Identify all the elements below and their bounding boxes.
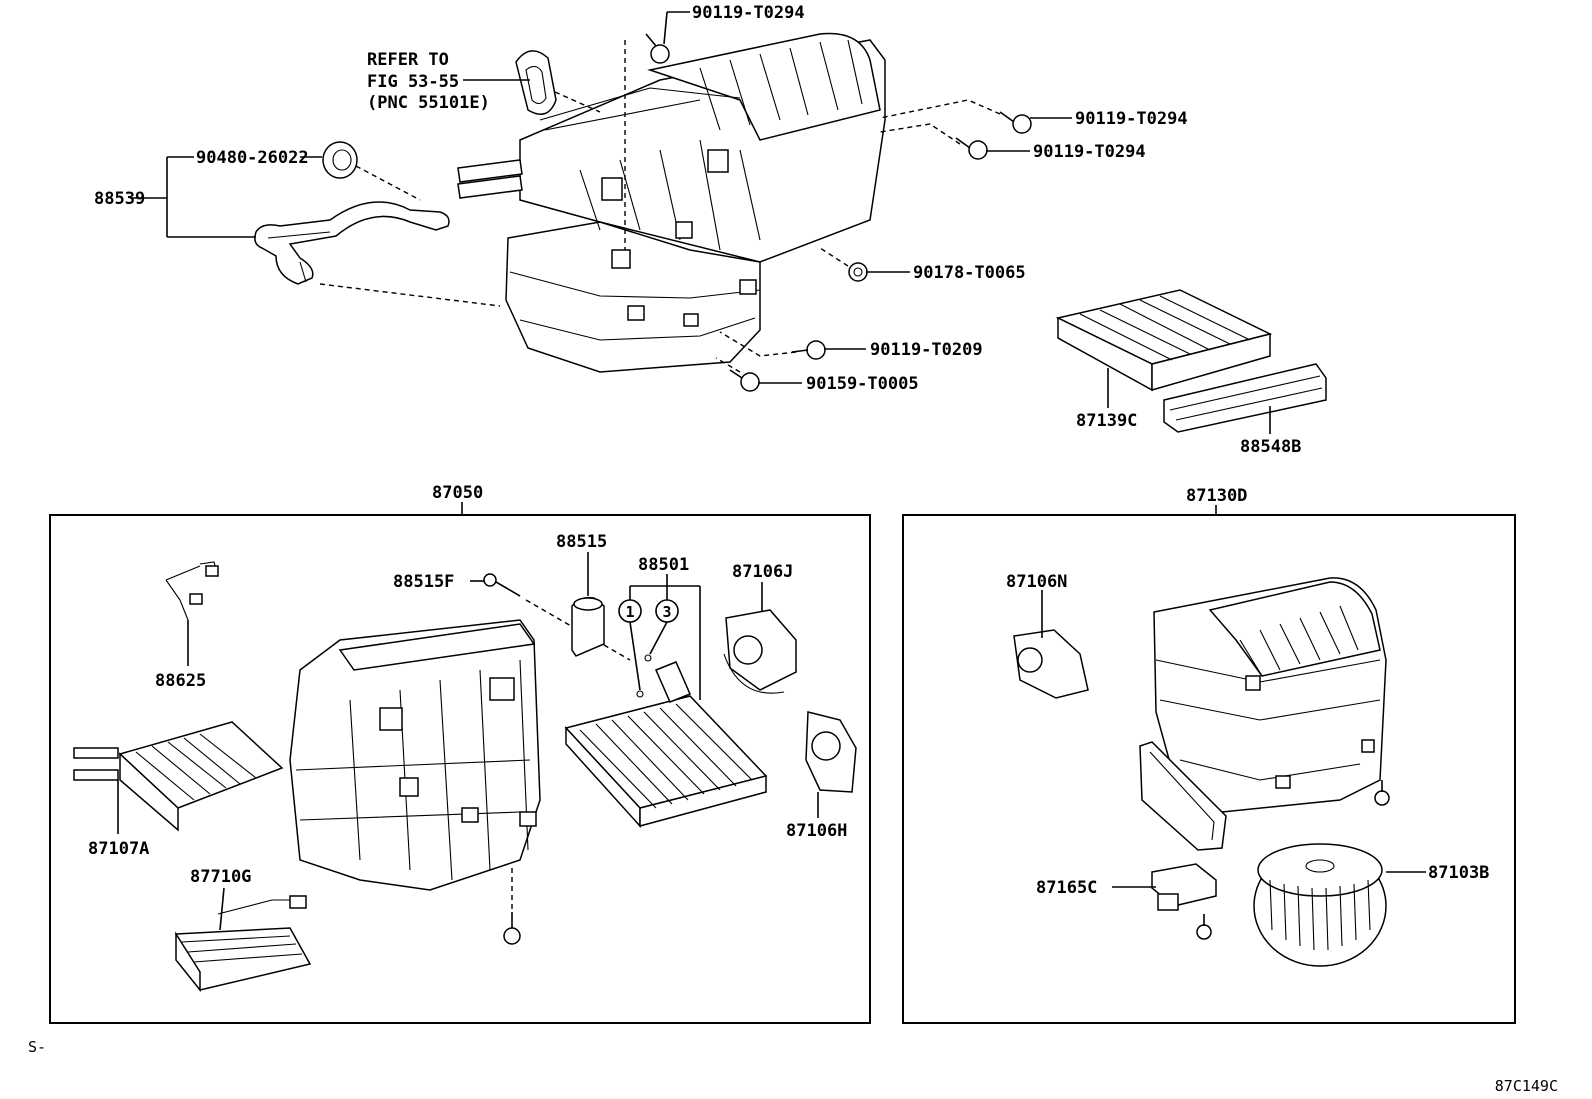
label-87106h: 87106H [786,821,847,841]
label-88548b: 88548B [1240,437,1301,457]
label-87103b: 87103B [1428,863,1489,883]
cover-88548b-drawing [1163,363,1327,433]
label-90159-t0005: 90159-T0005 [806,374,919,394]
label-87165c: 87165C [1036,878,1097,898]
bolts-drawing [645,33,1032,392]
grommet-90480-drawing [322,141,358,179]
footer: S- 87C149C [28,1038,1558,1095]
label-88539: 88539 [94,189,145,209]
blower-case-87130d-drawing [1139,577,1390,851]
evaporator-88501-drawing [564,661,768,828]
servo-87106n-drawing [1013,629,1089,699]
label-refer-line-3: (PNC 55101E) [367,93,490,113]
label-87710g: 87710G [190,867,251,887]
assembly-box-87050 [49,514,871,1024]
label-90178-t0065: 90178-T0065 [913,263,1026,283]
label-87106n: 87106N [1006,572,1067,592]
heater-case-87050-drawing [289,619,541,945]
box-87050-leader-lines [117,552,819,931]
label-87106j: 87106J [732,562,793,582]
top-leader-lines [130,11,1271,434]
diagram-id: 87C149C [1495,1077,1558,1095]
label-87050: 87050 [432,483,483,503]
label-87130d: 87130D [1186,486,1247,506]
label-refer-line-2: FIG 53-55 [367,72,459,92]
label-90480-26022: 90480-26022 [196,148,309,168]
servo-87106j-drawing [723,609,797,694]
assembly-box-87130d [902,514,1516,1024]
heater-core-87107a-drawing [73,721,284,832]
circle-1-label: 1 [625,603,634,621]
label-88515f: 88515F [393,572,454,592]
wire-88625-drawing [165,561,219,621]
label-90119-t0209: 90119-T0209 [870,340,983,360]
box-87130d-leader-lines [1041,590,1426,888]
top-heater-unit-drawing [457,32,886,373]
blower-motor-87103b-drawing [1253,843,1387,967]
servo-87106h-drawing [805,711,857,793]
part-labels: 90119-T0294 REFER TO FIG 53-55 (PNC 5510… [88,3,1489,898]
footer-left-code: S- [28,1038,46,1056]
resistor-87165c-drawing [1151,863,1217,940]
label-refer-line-1: REFER TO [367,50,449,70]
label-87107a: 87107A [88,839,149,859]
label-88515: 88515 [556,532,607,552]
ptc-heater-87710g-drawing [174,895,312,993]
label-88625: 88625 [155,671,206,691]
circle-3-label: 3 [662,603,671,621]
label-88501: 88501 [638,555,689,575]
label-90119-t0294-r1: 90119-T0294 [1075,109,1188,129]
label-90119-t0294-top: 90119-T0294 [692,3,805,23]
hose-88539-drawing [254,201,450,285]
label-90119-t0294-r2: 90119-T0294 [1033,142,1146,162]
filter-87139c-drawing [1055,289,1273,392]
bolt-88515f-drawing [483,573,631,661]
label-87139c: 87139C [1076,411,1137,431]
expansion-valve-88515-drawing [571,596,605,657]
